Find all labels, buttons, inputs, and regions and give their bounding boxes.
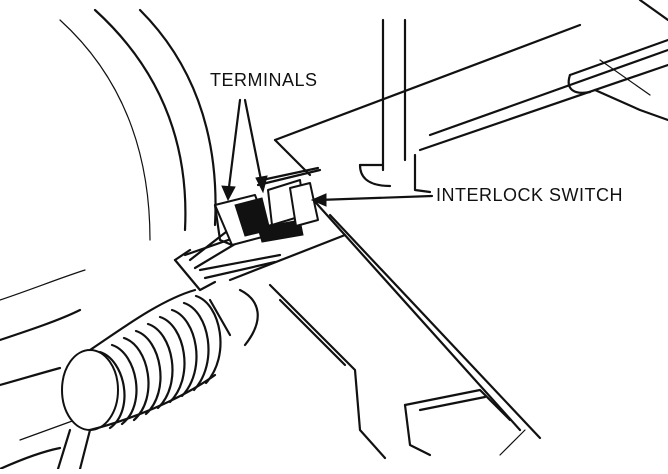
interlock-switch-label: INTERLOCK SWITCH <box>436 185 624 205</box>
coil-spring <box>56 248 222 471</box>
cabinet-curves <box>0 8 217 471</box>
vertical-rail <box>358 18 432 194</box>
terminal-block <box>213 194 304 247</box>
switch-body <box>256 166 322 227</box>
terminals-label: TERMINALS <box>210 70 318 90</box>
upper-bracket <box>273 0 668 177</box>
callout-arrows <box>221 98 434 207</box>
lower-bracket <box>268 183 542 460</box>
